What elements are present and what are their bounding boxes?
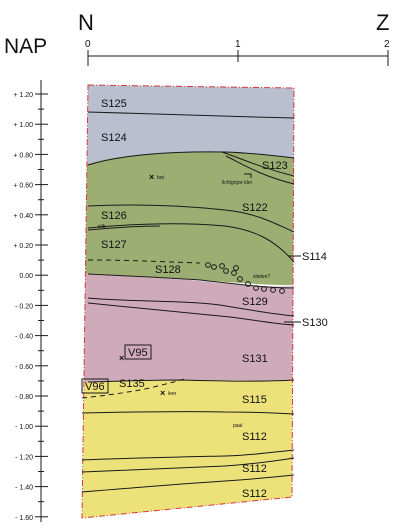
cross-mark: × — [119, 353, 124, 363]
axis-tick-label: - 1.60 — [15, 515, 33, 522]
axis-tick-label: - 0.60 — [15, 364, 33, 371]
layer-label-s112-c: S112 — [242, 488, 267, 500]
boundary-s130 — [87, 302, 295, 326]
boundary-s122-s126 — [87, 204, 295, 233]
layer-label-s135: S135 — [119, 378, 145, 390]
boundary-s123-lower — [225, 155, 295, 185]
boundary-s127-inner — [87, 225, 161, 231]
axis-tick-label: + 1.00 — [13, 122, 33, 129]
annotations: bot lichtgrijze klei slib slieten? leer … — [98, 175, 270, 429]
find-markers: × × × — [119, 172, 165, 398]
boundary-s129-lower — [87, 297, 295, 317]
stone — [237, 276, 243, 282]
boundary-s112-c — [81, 474, 295, 493]
boundary-s112-a — [81, 449, 295, 461]
axis-tick-label: + 0.80 — [13, 152, 33, 159]
horizontal-scale: N Z 0 1 2 — [78, 10, 390, 66]
boundary-s128-dashed — [87, 259, 201, 264]
axis-tick-label: - 1.40 — [15, 485, 33, 492]
section-outline — [81, 84, 295, 519]
v95-box — [124, 344, 152, 360]
axis-tick-label: - 1.00 — [15, 424, 33, 431]
axis-tick-label: + 0.40 — [13, 213, 33, 220]
annotation-paal: paal — [233, 423, 242, 429]
annotation-bot: bot — [157, 175, 165, 181]
stone — [270, 287, 276, 293]
boundary-s126-s127 — [87, 223, 295, 263]
boundary-s135-dashed — [81, 377, 189, 399]
boundary-s124-s122 — [87, 151, 295, 166]
annotation-slieten: slieten? — [253, 274, 270, 280]
stone — [211, 264, 217, 270]
layer-label-s112-b: S112 — [242, 463, 267, 475]
layer-label-s130: S130 — [302, 317, 328, 329]
axis-tick-label: - 0.20 — [15, 303, 33, 310]
stone — [279, 288, 285, 294]
cross-mark: × — [149, 172, 154, 182]
axis-tick-label: + 0.20 — [13, 243, 33, 250]
boundary-s125-s124 — [87, 111, 295, 119]
find-label-v95: V95 — [128, 347, 148, 359]
layer-label-s114: S114 — [302, 251, 327, 263]
axis-tick-label: 0.00 — [19, 273, 33, 280]
layer-label-s122: S122 — [242, 202, 268, 214]
layer-label-s128: S128 — [155, 264, 181, 276]
stone — [205, 262, 211, 268]
annotation-slib: slib — [98, 224, 106, 230]
nap-label: NAP — [4, 35, 47, 58]
axis-tick-label: - 0.80 — [15, 394, 33, 401]
layer-label-s124: S124 — [101, 132, 127, 144]
scale-label-2: 2 — [384, 39, 390, 50]
annotation-leer: leer — [168, 391, 177, 397]
axis-tick-label: + 1.20 — [13, 92, 33, 99]
annotation-klei: lichtgrijze klei — [222, 180, 252, 186]
scale-label-0: 0 — [85, 39, 91, 50]
find-labels: V95 V96 — [81, 344, 152, 394]
layer-boundaries — [81, 111, 295, 493]
stone — [219, 263, 225, 269]
cross-mark: × — [160, 388, 165, 398]
vertical-axis: NAP + 1.20 + 1.00 + 0.80 + 0.60 + 0.40 + 0.20… — [4, 35, 48, 522]
axis-tick-label: + 0.60 — [13, 183, 33, 190]
stone — [233, 265, 239, 271]
label-leaders — [244, 173, 301, 323]
layer-label-s129: S129 — [242, 296, 268, 308]
layer-label-s127: S127 — [101, 239, 127, 251]
stone — [253, 285, 259, 291]
axis-tick-label: - 1.20 — [15, 454, 33, 461]
stones — [205, 262, 285, 294]
layer-label-s131: S131 — [242, 353, 268, 365]
north-label: N — [78, 10, 94, 35]
south-label: Z — [376, 10, 389, 35]
stone — [245, 281, 251, 287]
stone — [231, 270, 237, 276]
boundary-s123-upper — [221, 151, 295, 177]
boundary-s115-s112 — [81, 411, 295, 415]
axis-tick-label: - 0.40 — [15, 334, 33, 341]
boundary-s112-b — [81, 457, 295, 473]
layer-label-s126: S126 — [101, 210, 127, 222]
leader-klei — [244, 173, 252, 178]
layer-label-s112-a: S112 — [242, 431, 267, 443]
layer-labels: S125 S124 S123 S122 S126 S127 S128 S114 … — [101, 98, 328, 500]
scale-label-1: 1 — [235, 39, 241, 50]
find-label-v96: V96 — [85, 381, 105, 393]
v96-box — [81, 378, 109, 394]
layer-label-s125: S125 — [101, 98, 127, 110]
stone — [261, 286, 267, 292]
stone — [223, 268, 229, 274]
layer-label-s115: S115 — [242, 394, 267, 406]
layer-label-s123: S123 — [262, 160, 288, 172]
axis-ticks: + 1.20 + 1.00 + 0.80 + 0.60 + 0.40 + 0.20 0.00… — [13, 92, 48, 522]
sod-layer-fill — [82, 151, 294, 286]
peat-layer-fill — [82, 272, 294, 384]
